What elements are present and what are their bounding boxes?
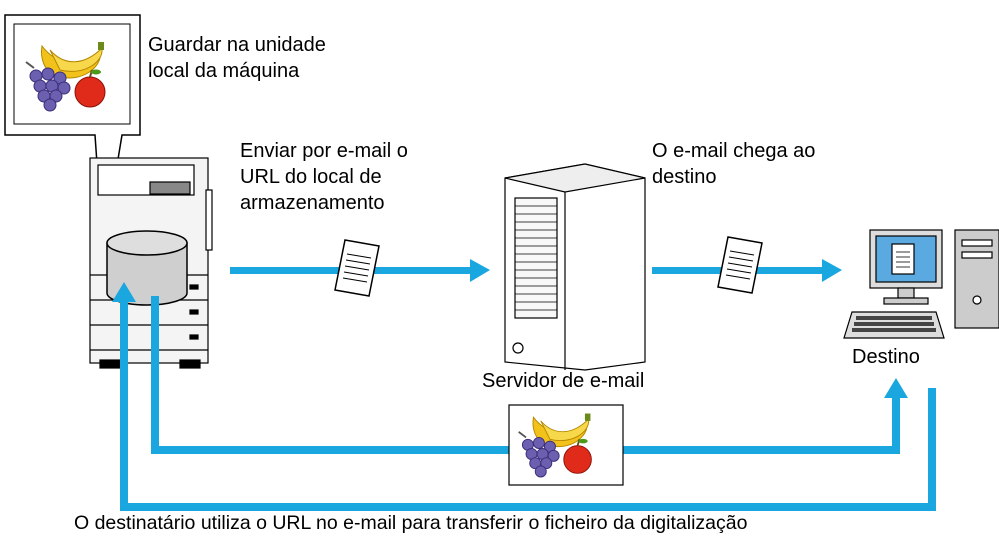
email-arrives-label: O e-mail chega ao destino <box>652 140 816 188</box>
computer-icon <box>843 229 999 339</box>
mfp-icon <box>89 157 213 369</box>
destination-label: Destino <box>852 346 920 368</box>
download-arrow-outer <box>112 282 936 511</box>
recipient-download-label: O destinatário utiliza o URL no e-mail p… <box>74 512 748 534</box>
downloaded-image <box>508 404 624 486</box>
send-email-label: Enviar por e-mail o URL do local de arma… <box>240 140 408 214</box>
email-document-icon <box>334 239 380 297</box>
save-local-label: Guardar na unidade local da máquina <box>148 34 326 82</box>
email-document-icon <box>717 236 763 294</box>
mail-server-icon <box>504 163 646 371</box>
mail-server-label: Servidor de e-mail <box>482 370 645 392</box>
